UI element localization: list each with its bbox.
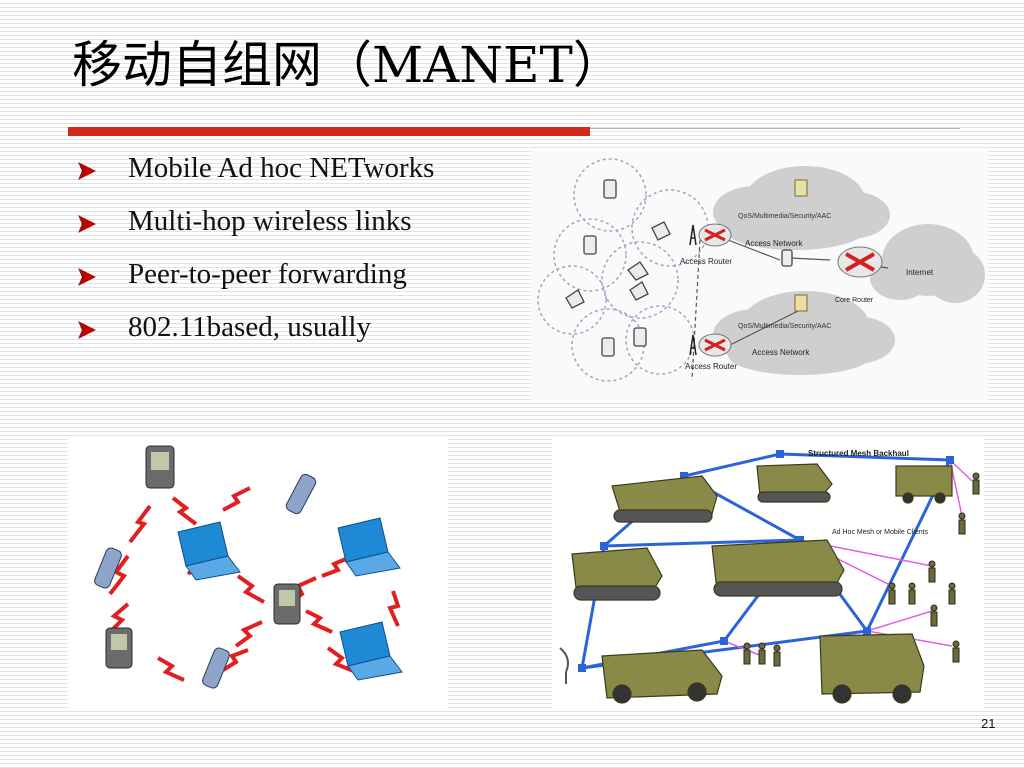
qos-label-bottom: QoS/Multimedia/Security/AAC bbox=[738, 323, 831, 330]
antenna-icon bbox=[689, 224, 697, 356]
internet-label: Internet bbox=[906, 268, 934, 277]
coverage-circles bbox=[537, 158, 709, 382]
bullet-text: Multi-hop wireless links bbox=[128, 205, 412, 237]
router-icon bbox=[698, 223, 732, 247]
laptop-icon bbox=[337, 517, 401, 577]
qos-label-top: QoS/Multimedia/Security/AAC bbox=[738, 213, 831, 220]
arrow-bullet-icon bbox=[78, 162, 96, 180]
bullet-text: Peer-to-peer forwarding bbox=[128, 258, 407, 290]
bullet-item: Mobile Ad hoc NETworks bbox=[76, 152, 434, 205]
tank-icon bbox=[571, 547, 663, 601]
laptop-icon bbox=[177, 521, 241, 581]
access-router-label-bottom: Access Router bbox=[685, 362, 737, 371]
satellite-dish-icon bbox=[559, 647, 569, 684]
cellphone-icon bbox=[94, 547, 122, 589]
bullet-item: Peer-to-peer forwarding bbox=[76, 258, 434, 311]
access-network-label-top: Access Network bbox=[745, 239, 803, 248]
slide-title: 移动自组网（MANET） bbox=[72, 36, 623, 94]
title-underline-red bbox=[68, 127, 590, 136]
clients-label: Ad Hoc Mesh or Mobile Clients bbox=[832, 529, 929, 536]
bullet-text: Mobile Ad hoc NETworks bbox=[128, 152, 435, 184]
bullet-list: Mobile Ad hoc NETworks Multi-hop wireles… bbox=[76, 152, 434, 364]
core-router-label: Core Router bbox=[835, 297, 874, 304]
humvee-icon bbox=[819, 633, 925, 704]
military-mesh-figure: Structured Mesh Backhaul Ad Hoc Mesh or … bbox=[552, 436, 984, 710]
arrow-bullet-icon bbox=[78, 215, 96, 233]
adhoc-devices-figure bbox=[68, 436, 448, 710]
access-network-label-bottom: Access Network bbox=[752, 348, 810, 357]
pda-icon bbox=[105, 627, 133, 669]
bullet-text: 802.11based, usually bbox=[128, 311, 371, 343]
tank-icon bbox=[711, 539, 845, 597]
truck-icon bbox=[895, 465, 953, 504]
router-icon bbox=[698, 333, 732, 357]
tank-icon bbox=[611, 475, 718, 523]
backhaul-label: Structured Mesh Backhaul bbox=[808, 449, 909, 458]
pda-icon bbox=[145, 445, 175, 489]
router-icon bbox=[837, 246, 883, 278]
laptop-icon bbox=[565, 221, 671, 309]
laptop-icon bbox=[339, 621, 403, 681]
bullet-item: 802.11based, usually bbox=[76, 311, 434, 364]
soldier-icon bbox=[743, 472, 980, 667]
arrow-bullet-icon bbox=[78, 321, 96, 339]
access-router-label-top: Access Router bbox=[680, 257, 732, 266]
server-icon bbox=[794, 179, 808, 312]
handheld-icon bbox=[583, 179, 793, 357]
cellphone-icon bbox=[285, 473, 317, 515]
node-markers bbox=[578, 450, 954, 672]
pda-icon bbox=[273, 583, 301, 625]
cellphone-icon bbox=[202, 647, 230, 689]
page-number: 21 bbox=[981, 716, 996, 731]
humvee-icon bbox=[601, 649, 723, 704]
cloud-top bbox=[713, 166, 890, 250]
cloud-internet bbox=[870, 224, 985, 303]
tank-icon bbox=[756, 463, 833, 503]
access-network-figure: QoS/Multimedia/Security/AAC Access Netwo… bbox=[530, 150, 988, 400]
title-underline-grey bbox=[590, 128, 960, 129]
bullet-item: Multi-hop wireless links bbox=[76, 205, 434, 258]
arrow-bullet-icon bbox=[78, 268, 96, 286]
